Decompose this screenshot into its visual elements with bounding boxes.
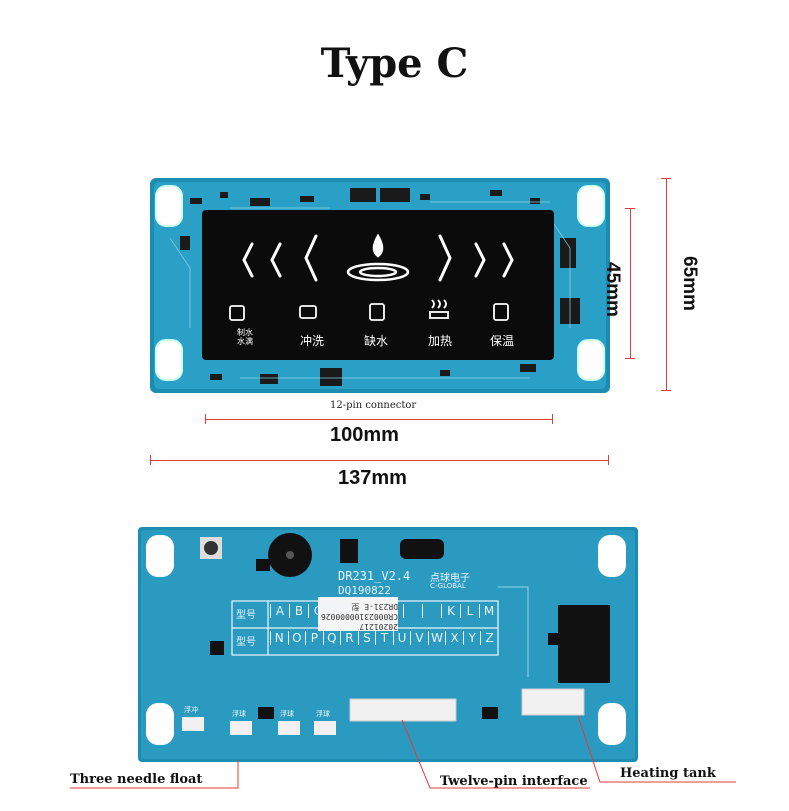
dim-tick: [661, 390, 671, 391]
connector-silk-1: 浮冲: [184, 706, 198, 714]
grid-cell: L: [460, 604, 479, 618]
grid-cell: N: [270, 631, 288, 645]
grid-cell: O: [287, 631, 306, 645]
grid-cell: C: [308, 604, 327, 618]
grid-cell: [346, 604, 365, 618]
connector-silk-4: 浮球: [316, 710, 330, 718]
callout-heating-tank: Heating tank: [620, 766, 716, 781]
grid-cell: K: [441, 604, 460, 618]
dim-tick: [625, 208, 635, 209]
dim-label-100mm: 100mm: [330, 424, 399, 446]
front-board-photo: 制水 水满 冲洗 缺水 加热 保温: [150, 178, 610, 393]
callout-twelve-pin: Twelve-pin interface: [440, 774, 588, 789]
dim-line-45: [630, 208, 631, 358]
connector-silk-2: 浮球: [232, 710, 246, 718]
grid-cell: Z: [480, 631, 498, 645]
sticker-line: DR231-E 型: [351, 602, 398, 611]
grid-cell: P: [305, 631, 323, 645]
connector-silk-3: 浮球: [280, 710, 294, 718]
brand-en: C-GLOBAL: [430, 582, 466, 590]
back-board-photo: DR231_V2.4 DQ190822 点球电子 C-GLOBAL 型号 型号 …: [138, 527, 638, 762]
grid-cell: B: [289, 604, 308, 618]
grid-cell: [365, 604, 384, 618]
dim-tick: [205, 414, 206, 424]
grid-cell: Q: [322, 631, 341, 645]
brand-cn: 点球电子: [430, 573, 470, 584]
sticker: 20201217 CR00023100000026 DR231-E 型: [318, 597, 398, 633]
touch-label-5: 保温: [490, 334, 515, 348]
dim-line-65: [666, 178, 667, 390]
grid-cell: U: [392, 631, 411, 645]
grid-cell: A: [270, 604, 289, 618]
dim-tick: [625, 358, 635, 359]
grid-cell: Y: [462, 631, 481, 645]
sticker-line: CR00023100000026: [320, 612, 398, 621]
board-model: DR231_V2.4: [338, 569, 411, 583]
callout-three-needle: Three needle float: [70, 772, 203, 787]
dim-tick: [150, 455, 151, 465]
grid-cell: W: [427, 631, 446, 645]
touch-label-2: 冲洗: [300, 334, 325, 348]
dim-line-100: [205, 419, 552, 420]
dim-tick: [661, 178, 671, 179]
board-date: DQ190822: [338, 584, 391, 597]
grid-cell: [422, 604, 441, 618]
grid-row1-label: 型号: [236, 610, 256, 621]
grid-cell: R: [340, 631, 358, 645]
page-title: Type C: [320, 40, 469, 87]
grid-cell: T: [375, 631, 393, 645]
sticker-line: 20201217: [359, 622, 398, 631]
connector-label: 12-pin connector: [330, 400, 417, 411]
grid-cell: S: [357, 631, 376, 645]
dim-tick: [608, 455, 609, 465]
dim-label-137mm: 137mm: [338, 467, 407, 489]
dim-line-137: [150, 460, 608, 461]
grid-row2-label: 型号: [236, 637, 256, 648]
touch-label-1: 制水 水满: [237, 328, 253, 346]
touch-label-4: 加热: [428, 334, 453, 348]
grid-cell: [403, 604, 422, 618]
dim-tick: [552, 414, 553, 424]
dim-label-65mm: 65mm: [679, 256, 700, 311]
grid-cell: [384, 604, 403, 618]
grid-cell: V: [410, 631, 428, 645]
dim-label-45mm: 45mm: [602, 262, 623, 317]
touch-label-3: 缺水: [364, 334, 389, 348]
grid-cell: X: [445, 631, 463, 645]
grid-cell: M: [479, 604, 498, 618]
grid-cell: D: [327, 604, 346, 618]
